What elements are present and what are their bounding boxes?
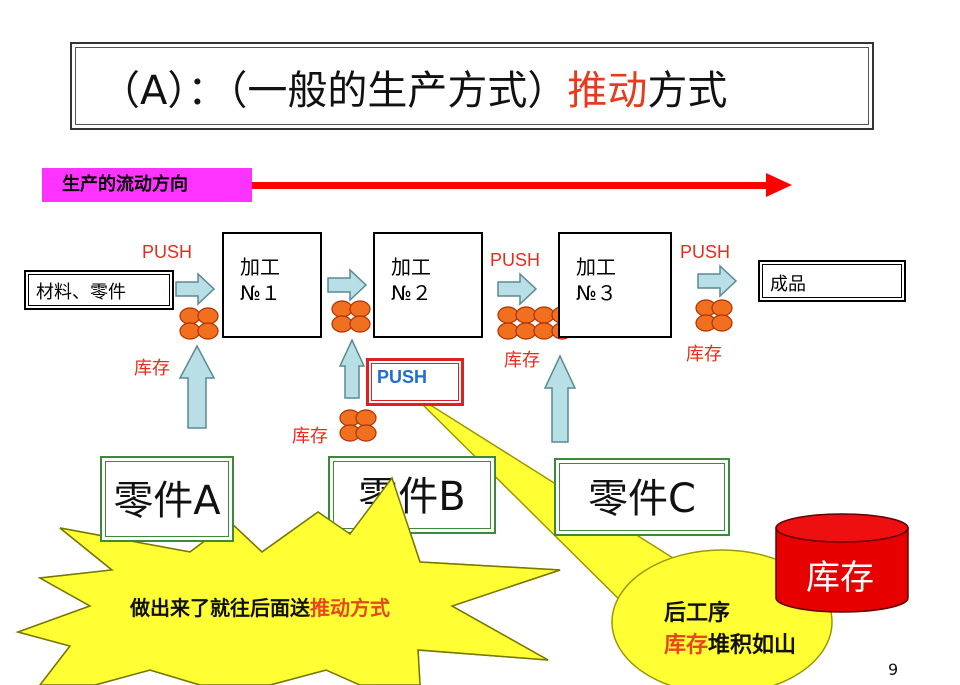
part-c-box: 零件C: [554, 458, 730, 536]
push-arrow-3: [497, 273, 537, 305]
stock-pile-4: [695, 299, 733, 332]
materials-box: 材料、零件: [24, 270, 174, 310]
push-arrow-2: [327, 269, 367, 301]
stock-cylinder: [775, 513, 909, 613]
process-box-2: 加工 №２: [373, 232, 483, 338]
stock-label-2: 库存: [504, 350, 540, 371]
page-title: （A）：（一般的生产方式）推动方式: [100, 68, 728, 114]
callout-text: 后工序 库存堆积如山: [664, 601, 797, 658]
process-1-number: №１: [240, 281, 281, 305]
up-arrow-b: [338, 338, 366, 399]
up-arrow-a: [178, 344, 216, 429]
flow-direction-arrow: [252, 173, 792, 197]
stock-label-4: 库存: [292, 426, 328, 447]
process-3-label: 加工: [576, 255, 616, 279]
title-box: [70, 42, 874, 130]
stock-pile-2: [331, 300, 371, 333]
push-label-2: PUSH: [490, 250, 541, 270]
process-1-label: 加工: [240, 255, 280, 279]
process-box-3: 加工 №３: [558, 232, 672, 338]
flow-direction-label: 生产的流动方向: [42, 168, 252, 202]
finished-goods-box: 成品: [758, 260, 906, 302]
stock-label-1: 库存: [134, 358, 170, 379]
starburst-text: 做出来了就往后面送推动方式: [130, 596, 390, 620]
process-2-number: №２: [391, 281, 432, 305]
page-number: 9: [888, 660, 899, 679]
stock-pile-5: [339, 409, 377, 442]
part-b-box: 零件B: [328, 456, 496, 534]
push-arrow-1: [175, 273, 215, 305]
push-label-3: PUSH: [680, 242, 731, 262]
stock-label-3: 库存: [686, 344, 722, 365]
push-box: PUSH: [366, 358, 464, 406]
stock-pile-3: [497, 306, 573, 340]
up-arrow-c: [543, 354, 577, 443]
process-3-number: №３: [576, 281, 617, 305]
push-arrow-4: [697, 265, 737, 297]
process-2-label: 加工: [391, 255, 431, 279]
push-label-1: PUSH: [142, 242, 193, 262]
stock-pile-1: [179, 307, 219, 340]
part-a-box: 零件A: [100, 456, 234, 542]
cylinder-label: 库存: [806, 558, 874, 598]
process-box-1: 加工 №１: [222, 232, 322, 338]
